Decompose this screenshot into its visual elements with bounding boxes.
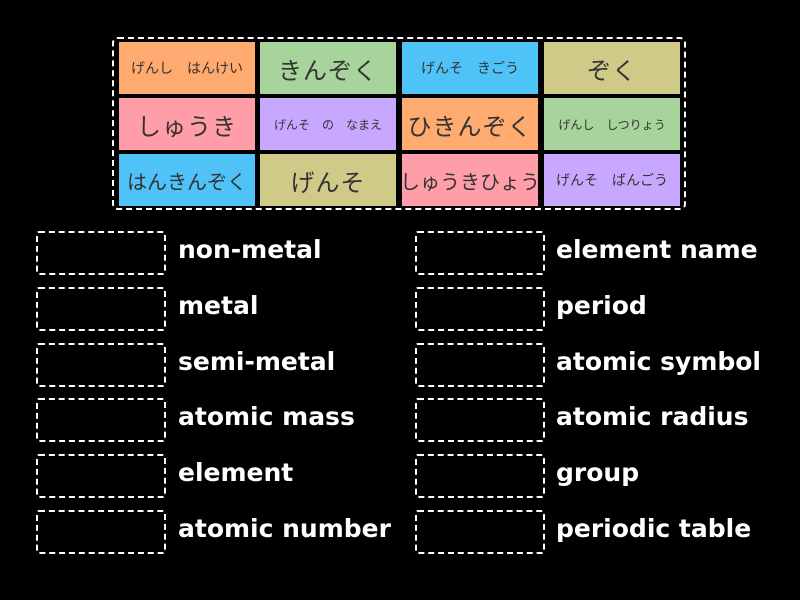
target-label: group — [556, 458, 640, 487]
drop-zone[interactable] — [36, 231, 166, 275]
draggable-tile[interactable]: げんし はんけい — [119, 42, 255, 94]
target-label: atomic number — [178, 514, 391, 543]
drop-zone[interactable] — [415, 287, 545, 331]
drop-zone[interactable] — [36, 287, 166, 331]
draggable-tile[interactable]: しゅうき — [119, 98, 255, 150]
draggable-tile[interactable]: げんし しつりょう — [544, 98, 680, 150]
draggable-tile[interactable]: げんそ の なまえ — [260, 98, 396, 150]
draggable-tile[interactable]: はんきんぞく — [119, 154, 255, 206]
tile-tray — [112, 37, 686, 210]
drop-zone[interactable] — [415, 454, 545, 498]
drop-zone[interactable] — [415, 398, 545, 442]
target-label: element name — [556, 235, 758, 264]
drop-zone[interactable] — [36, 454, 166, 498]
drop-zone[interactable] — [415, 343, 545, 387]
drop-zone[interactable] — [36, 510, 166, 554]
draggable-tile[interactable]: げんそ きごう — [402, 42, 538, 94]
drop-zone[interactable] — [415, 510, 545, 554]
target-label: metal — [178, 291, 259, 320]
target-label: element — [178, 458, 294, 487]
target-label: atomic mass — [178, 402, 355, 431]
target-label: semi-metal — [178, 347, 336, 376]
target-label: atomic radius — [556, 402, 749, 431]
target-label: periodic table — [556, 514, 752, 543]
target-label: period — [556, 291, 647, 320]
drop-zone[interactable] — [36, 398, 166, 442]
draggable-tile[interactable]: ぞく — [544, 42, 680, 94]
target-label: atomic symbol — [556, 347, 762, 376]
target-label: non-metal — [178, 235, 322, 264]
draggable-tile[interactable]: げんそ — [260, 154, 396, 206]
drop-zone[interactable] — [415, 231, 545, 275]
draggable-tile[interactable]: しゅうきひょう — [402, 154, 538, 206]
drop-zone[interactable] — [36, 343, 166, 387]
draggable-tile[interactable]: げんそ ばんごう — [544, 154, 680, 206]
draggable-tile[interactable]: きんぞく — [260, 42, 396, 94]
draggable-tile[interactable]: ひきんぞく — [402, 98, 538, 150]
